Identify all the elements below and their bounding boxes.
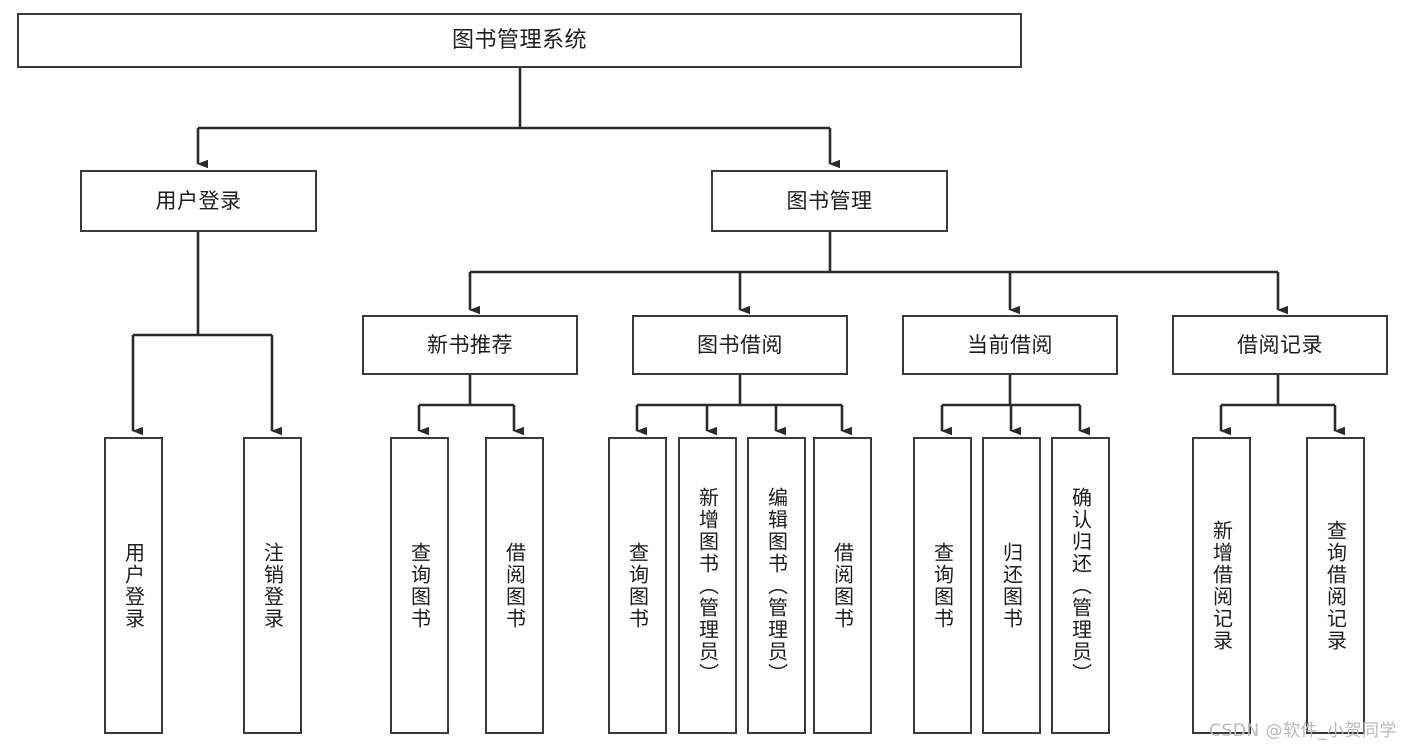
leaf-cb-query-book[interactable]: 查询图书	[913, 437, 972, 734]
leaf-user-login[interactable]: 用户登录	[104, 437, 163, 734]
leaf-new-book-query[interactable]: 查询图书	[390, 437, 449, 734]
node-root[interactable]: 图书管理系统	[17, 13, 1022, 68]
leaf-cb-confirm-return[interactable]: 确认归还（管理员）	[1051, 437, 1110, 734]
leaf-cb-confirm-return-label: 确认归还（管理员）	[1068, 486, 1093, 685]
node-borrow-record-label: 借阅记录	[1237, 332, 1323, 357]
node-book-management[interactable]: 图书管理	[711, 170, 948, 232]
leaf-br-query-record[interactable]: 查询借阅记录	[1306, 437, 1365, 734]
leaf-new-book-borrow[interactable]: 借阅图书	[485, 437, 544, 734]
leaf-br-query-record-label: 查询借阅记录	[1323, 519, 1348, 652]
node-user-login[interactable]: 用户登录	[80, 170, 317, 232]
node-user-login-label: 用户登录	[155, 188, 242, 213]
leaf-new-book-query-label: 查询图书	[407, 541, 432, 630]
leaf-bb-borrow-book[interactable]: 借阅图书	[813, 437, 872, 734]
leaf-bb-edit-book[interactable]: 编辑图书（管理员）	[747, 437, 806, 734]
leaf-bb-edit-book-label: 编辑图书（管理员）	[764, 486, 789, 685]
leaf-new-book-borrow-label: 借阅图书	[502, 541, 527, 630]
node-current-borrow[interactable]: 当前借阅	[902, 315, 1118, 375]
leaf-cb-return-book[interactable]: 归还图书	[982, 437, 1041, 734]
leaf-bb-query-book-label: 查询图书	[625, 541, 650, 630]
leaf-br-add-record[interactable]: 新增借阅记录	[1192, 437, 1251, 734]
leaf-bb-add-book[interactable]: 新增图书（管理员）	[678, 437, 737, 734]
leaf-user-login-label: 用户登录	[121, 541, 146, 630]
node-current-borrow-label: 当前借阅	[967, 332, 1053, 357]
node-book-borrow[interactable]: 图书借阅	[632, 315, 848, 375]
node-book-borrow-label: 图书借阅	[697, 332, 783, 357]
node-book-management-label: 图书管理	[786, 188, 873, 213]
leaf-logout-label: 注销登录	[260, 541, 285, 630]
node-borrow-record[interactable]: 借阅记录	[1172, 315, 1388, 375]
node-new-book-recommend[interactable]: 新书推荐	[362, 315, 578, 375]
leaf-cb-return-book-label: 归还图书	[999, 541, 1024, 630]
leaf-logout[interactable]: 注销登录	[243, 437, 302, 734]
leaf-bb-add-book-label: 新增图书（管理员）	[695, 486, 720, 685]
node-root-label: 图书管理系统	[451, 27, 587, 53]
leaf-bb-query-book[interactable]: 查询图书	[608, 437, 667, 734]
leaf-cb-query-book-label: 查询图书	[930, 541, 955, 630]
leaf-bb-borrow-book-label: 借阅图书	[830, 541, 855, 630]
node-new-book-recommend-label: 新书推荐	[427, 332, 513, 357]
leaf-br-add-record-label: 新增借阅记录	[1209, 519, 1234, 652]
